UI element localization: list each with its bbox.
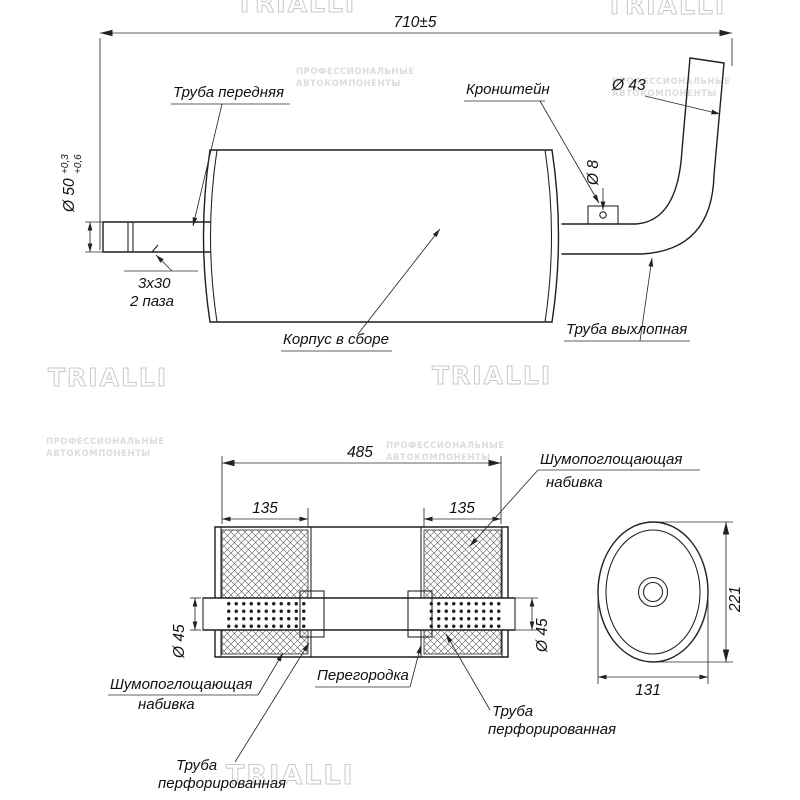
- trialli-watermark: TRIALLI: [48, 363, 168, 392]
- dim-left-padding: 135: [252, 500, 278, 517]
- padding2-label-line1: Шумопоглощающая: [110, 676, 252, 693]
- dim-right-padding: 135: [449, 500, 475, 517]
- front-pipe-callout: Труба передняя: [171, 84, 290, 227]
- body-callout: Корпус в сборе: [281, 228, 441, 352]
- dim-d50: Ø 50: [61, 178, 78, 213]
- dimension-135-right: 135: [423, 500, 501, 527]
- slogan-watermark: ПРОФЕССИОНАЛЬНЫЕ: [612, 77, 731, 87]
- perf-label-line1: Труба: [492, 703, 533, 720]
- slogan-watermark: АВТОКОМПОНЕНТЫ: [612, 89, 717, 99]
- dimension-d45-left: Ø 45: [171, 597, 201, 659]
- exhaust-pipe-label: Труба выхлопная: [566, 321, 687, 338]
- perforated-pipe: [202, 597, 516, 631]
- watermarks: TRIALLI TRIALLI TRIALLI TRIALLI TRIALLI …: [46, 0, 731, 792]
- dim-d45-left: Ø 45: [171, 624, 188, 659]
- slogan-watermark: ПРОФЕССИОНАЛЬНЫЕ: [46, 437, 165, 447]
- trialli-watermark: TRIALLI: [606, 0, 726, 20]
- padding-label-line1: Шумопоглощающая: [540, 451, 682, 468]
- slots-label-line1: 3x30: [138, 275, 171, 292]
- perforated-pipe-callout-bottom: Труба перфорированная: [158, 642, 310, 792]
- dim-d45-right: Ø 45: [534, 618, 551, 653]
- end-view-outline: [597, 521, 709, 663]
- slots-callout: 3x30 2 паза: [124, 254, 198, 310]
- trialli-watermark: TRIALLI: [432, 361, 552, 390]
- dim-overall-length: 710±5: [394, 14, 437, 31]
- padding-label-line2: набивка: [546, 474, 603, 491]
- body-label: Корпус в сборе: [283, 331, 389, 348]
- baffle-label: Перегородка: [317, 667, 409, 684]
- bracket-callout: Кронштейн: [464, 81, 600, 204]
- exhaust-pipe-outline: [561, 57, 725, 255]
- side-view: 710±5 Ø 50 +0,3 +0,6 3x30: [60, 14, 733, 352]
- section-view: 485 135 135 Ø 45 Ø 45: [108, 444, 700, 792]
- front-pipe-outline: [102, 221, 211, 253]
- padding2-label-line2: набивка: [138, 696, 195, 713]
- perf2-label-line1: Труба: [176, 757, 217, 774]
- dimension-221: 221: [657, 521, 744, 663]
- dim-inner-length: 485: [347, 444, 373, 461]
- slogan-watermark: ПРОФЕССИОНАЛЬНЫЕ: [296, 67, 415, 77]
- trialli-watermark: TRIALLI: [226, 760, 355, 791]
- exhaust-pipe-callout: Труба выхлопная: [564, 257, 690, 342]
- dim-end-width: 131: [635, 682, 661, 699]
- baffle-callout: Перегородка: [315, 644, 422, 688]
- pipe-sleeves: [299, 590, 433, 638]
- dimension-485: 485: [221, 444, 502, 524]
- perforated-pipe-callout-right: Труба перфорированная: [445, 633, 616, 738]
- dim-d43: Ø 43: [611, 77, 646, 94]
- slots-label-line2: 2 паза: [129, 293, 174, 310]
- front-pipe-label: Труба передняя: [173, 84, 284, 101]
- slogan-watermark: АВТОКОМПОНЕНТЫ: [46, 449, 151, 459]
- dimension-135-left: 135: [222, 500, 309, 527]
- dim-end-height: 221: [727, 586, 744, 613]
- padding-hatch-blocks: [221, 529, 502, 655]
- slogan-watermark: АВТОКОМПОНЕНТЫ: [296, 79, 401, 89]
- baffle-lines: [310, 527, 422, 657]
- padding-callout-top: Шумопоглощающая набивка: [469, 451, 700, 547]
- perf-label-line2: перфорированная: [488, 721, 616, 738]
- dimension-d50: Ø 50 +0,3 +0,6: [60, 154, 103, 253]
- trialli-watermark: TRIALLI: [236, 0, 356, 18]
- padding-callout-bottom: Шумопоглощающая набивка: [108, 652, 284, 713]
- bracket-label: Кронштейн: [466, 81, 550, 98]
- end-view: 221 131: [597, 521, 744, 699]
- dimension-131: 131: [597, 600, 709, 699]
- dim-d50-tolerance-upper: +0,3: [60, 154, 71, 174]
- dimension-710: 710±5: [99, 14, 733, 250]
- dimension-d45-right: Ø 45: [515, 597, 551, 653]
- muffler-body-outline: [202, 149, 560, 323]
- dim-d8: Ø 8: [585, 160, 602, 186]
- slogan-watermark: АВТОКОМПОНЕНТЫ: [386, 453, 491, 463]
- slogan-watermark: ПРОФЕССИОНАЛЬНЫЕ: [386, 441, 505, 451]
- dim-d50-tolerance-lower: +0,6: [73, 154, 84, 174]
- dimension-d8: Ø 8: [585, 160, 606, 210]
- perf2-label-line2: перфорированная: [158, 775, 286, 792]
- dimension-d43: Ø 43: [611, 77, 721, 115]
